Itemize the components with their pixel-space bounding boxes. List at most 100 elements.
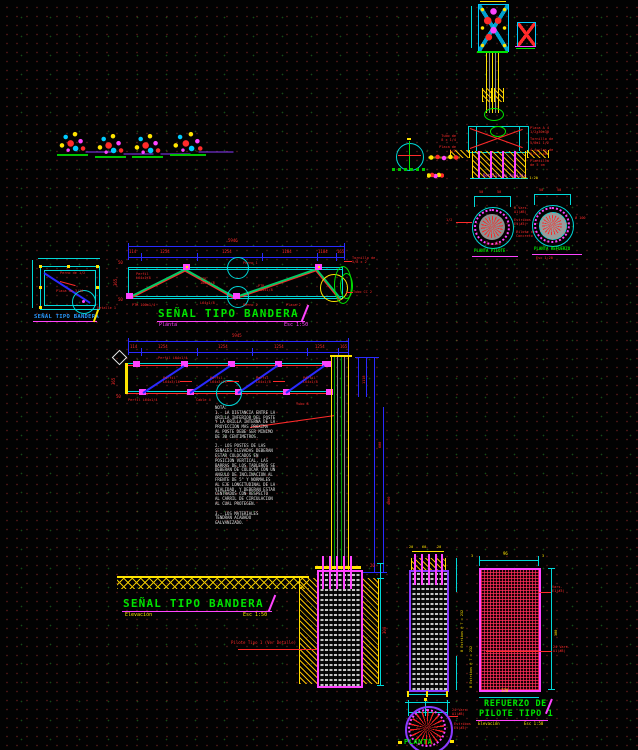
soil-hatch [299, 578, 319, 684]
detail-scale: Esc 1:20 [536, 256, 553, 260]
dim-label: 50 [118, 297, 123, 302]
annotation: Plantilla de 5 cm [530, 159, 549, 168]
pile-section-circle [405, 706, 453, 750]
gusset-detail [517, 22, 536, 47]
dim-label: 5945 [232, 333, 242, 338]
bolt-strip-detail [428, 152, 460, 163]
pile-section-bars [408, 709, 446, 747]
detail-title: PILOTE TIPO 1 [479, 709, 554, 719]
annotation: PTR 100x1/4 [132, 303, 156, 307]
dim-line [474, 196, 475, 207]
post-line [348, 357, 349, 570]
post-ellipse [340, 273, 353, 299]
post-line [498, 53, 499, 113]
bolt-dot [186, 266, 188, 268]
pile-cap-rebar [481, 216, 503, 238]
gusset-plate [181, 361, 188, 367]
post-hatch [482, 88, 492, 102]
dim-line [128, 341, 348, 342]
dim-label: 3 [542, 554, 545, 558]
dim-label: 1254 [218, 344, 228, 349]
title-slash [300, 304, 310, 323]
footing-bottom-line [470, 178, 528, 179]
dim-line [479, 697, 539, 698]
anchor-plate [315, 566, 361, 569]
tick [398, 741, 402, 744]
annotation: Placa de 1/2 [439, 145, 456, 153]
detail-title: PLANTA PILOTE [474, 248, 506, 253]
dim-label: 1254 [222, 249, 232, 254]
dim-tick [377, 578, 384, 579]
anchor-rod [350, 556, 352, 589]
leader-line [456, 222, 472, 223]
leader-line [180, 381, 192, 382]
dim-tick [197, 348, 198, 356]
anchor-frame-line [476, 126, 477, 151]
dim-label: 1254 [158, 344, 168, 349]
pile-reinforcement [479, 568, 541, 692]
dim-tick [128, 243, 129, 260]
annotation: PTR 100x1/8 [200, 277, 215, 286]
dim-label: 50 [497, 190, 502, 194]
dim-label: 114 [129, 249, 137, 254]
pipe-section-circle [396, 143, 424, 171]
anchor-rod [336, 556, 338, 589]
annotation: 1/2 [446, 218, 453, 222]
title-slash [267, 594, 277, 613]
dim-line [412, 551, 444, 552]
dim-line [534, 194, 535, 205]
dim-tick [307, 348, 308, 356]
anchor-rod [329, 556, 331, 589]
dim-label: 300 [382, 626, 387, 634]
frame-line [408, 700, 409, 716]
dim-line [366, 357, 367, 397]
post-line [492, 53, 493, 113]
plate-edge [516, 48, 535, 49]
dim-tick [538, 556, 539, 566]
annotation: Tubo 8 [296, 402, 309, 406]
annotation: Perno 1 [243, 261, 258, 265]
tick [39, 265, 42, 268]
dim-tick [197, 253, 198, 261]
view-subtitle: Elevación [478, 721, 500, 726]
ground-hatch [527, 150, 549, 158]
dim-label: 165 [340, 344, 348, 349]
plate-edge [515, 46, 536, 47]
dim-label: 1254 [274, 344, 284, 349]
anchor-rod [435, 554, 437, 585]
pipe-axis [398, 155, 421, 156]
annotation: Perfil L64x1/8 [303, 376, 318, 385]
general-notes: NOTA: 1.- LA DISTANCIA ENTRE LA ORILLA I… [215, 405, 276, 526]
dim-tick [479, 556, 480, 566]
dim-line [471, 6, 472, 48]
dim-label: 1184 [282, 249, 292, 254]
dim-line [551, 568, 552, 690]
annotation: Tornillo de 5/8x1 1/2 [530, 137, 554, 146]
dim-line [570, 194, 571, 205]
detail-title: SEÑAL TIPO BANDERA [34, 314, 100, 320]
dim-tick [128, 338, 129, 355]
dim-tick [407, 691, 409, 697]
dim-label: 4000 [387, 496, 391, 505]
bolt-strip-detail [427, 170, 444, 181]
dim-label: 50 [479, 190, 484, 194]
dim-tick [317, 253, 318, 261]
dim-tick [141, 253, 142, 261]
dim-line [456, 558, 457, 592]
annotation: Placa A 4 1/2x30x30 [530, 126, 549, 135]
detail-title: Detalle de Anclaje [483, 173, 527, 178]
dim-line [128, 352, 348, 353]
detail-title: PLANTA REFUERZO [534, 246, 571, 251]
leader-line [344, 261, 352, 262]
annotation: Perfil L64x1/4 [158, 356, 188, 360]
dim-tick [446, 691, 448, 697]
gusset-plate [133, 361, 140, 367]
detail-title: PLANTA [404, 738, 433, 746]
annotation: Tubo de 8 x 1/4 [441, 134, 456, 143]
annotation: Placa de 3/16 [56, 289, 84, 293]
dim-label: 1254 [315, 344, 325, 349]
gusset-plate [322, 361, 329, 367]
anchor-rod [478, 151, 480, 178]
annotation: 4 Anclas de 3/4 x 60 [530, 148, 554, 157]
